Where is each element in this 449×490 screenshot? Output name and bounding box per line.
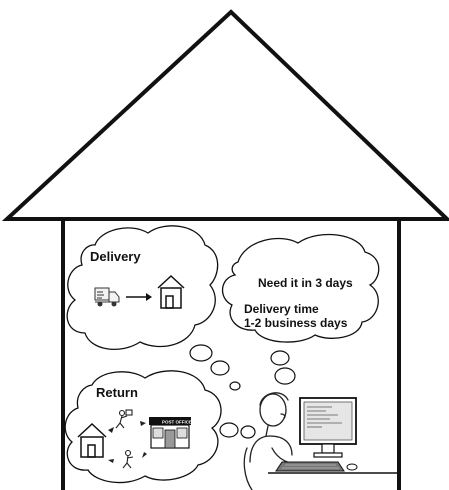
need-it-text: Need it in 3 days (258, 276, 353, 290)
business-days-text: 1-2 business days (244, 316, 348, 330)
delivery-time-text: Delivery time (244, 302, 319, 316)
computer-monitor-icon (300, 398, 356, 457)
post-office-sign: POST OFFICE (162, 420, 192, 425)
person-at-computer (244, 393, 305, 490)
post-office-icon: POST OFFICE (149, 417, 192, 448)
thought-cloud: Need it in 3 days Delivery time 1-2 busi… (223, 234, 379, 342)
return-cloud: Return POST OFFICE (65, 371, 221, 483)
delivery-title: Delivery (90, 249, 141, 264)
return-title: Return (96, 385, 138, 400)
roof (7, 12, 447, 219)
delivery-cloud: Delivery (67, 226, 218, 350)
keyboard-icon (276, 462, 357, 471)
